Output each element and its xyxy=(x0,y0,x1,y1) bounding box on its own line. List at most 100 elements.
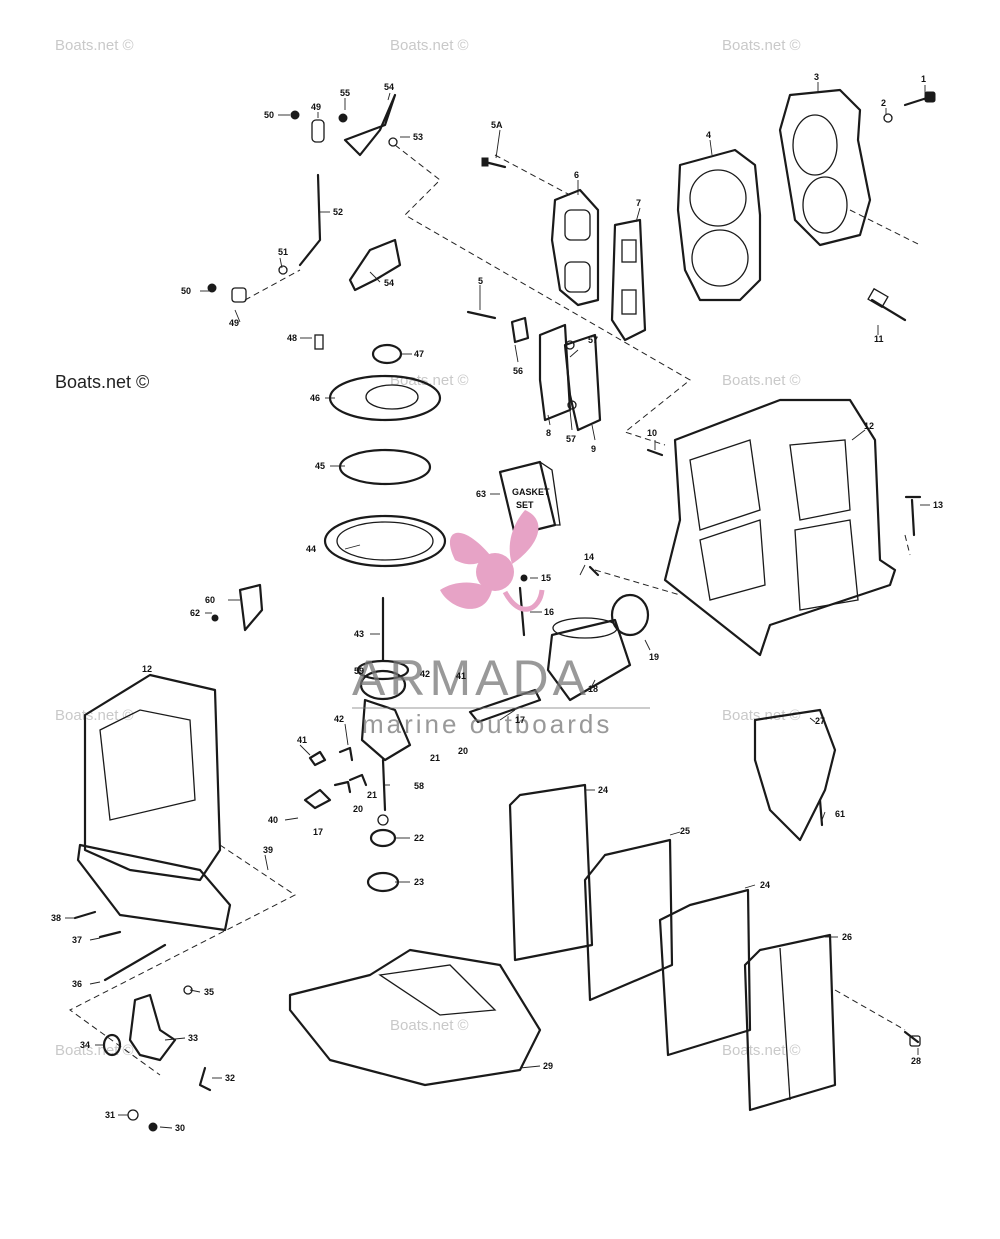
callout-label: 51 xyxy=(278,247,288,257)
callout-label: 40 xyxy=(268,815,278,825)
callout-label: 41 xyxy=(297,735,307,745)
callout-label: 21 xyxy=(430,753,440,763)
armada-logo: ARMADA marine outboards xyxy=(352,510,650,739)
callout-label: 48 xyxy=(287,333,297,343)
gasket-44 xyxy=(323,514,447,568)
callout-label: 19 xyxy=(649,652,659,662)
spark-plug xyxy=(870,298,907,322)
assembly-lines xyxy=(69,144,921,1076)
linkage-group xyxy=(207,93,402,303)
gasket-29 xyxy=(288,948,542,1087)
watermark-text: Boats.net © xyxy=(722,1042,801,1059)
watermark-text: Boats.net © xyxy=(390,37,469,54)
callout-label: 6 xyxy=(574,170,579,180)
left-crankcase xyxy=(76,583,264,932)
callout-label: 23 xyxy=(414,877,424,887)
bottom-gaskets xyxy=(288,708,921,1112)
cam-follower xyxy=(348,238,402,292)
callout-label: 16 xyxy=(544,607,554,617)
callout-label: 28 xyxy=(911,1056,921,1066)
callout-label: 24 xyxy=(598,785,608,795)
callout-label: 42 xyxy=(420,669,430,679)
armada-logo-subtext: marine outboards xyxy=(362,709,612,739)
callout-label: 32 xyxy=(225,1073,235,1083)
callout-label: 1 xyxy=(921,74,926,84)
armada-logo-text: ARMADA xyxy=(352,650,590,706)
callout-label: 31 xyxy=(105,1110,115,1120)
crankcase-block xyxy=(663,398,922,657)
callout-label: 12 xyxy=(142,664,152,674)
callout-label: 54 xyxy=(384,278,394,288)
gasket-45 xyxy=(338,448,432,486)
transfer-cover xyxy=(550,188,600,307)
callout-label: 44 xyxy=(306,544,316,554)
callout-label: 14 xyxy=(584,552,594,562)
callout-label: 37 xyxy=(72,935,82,945)
callout-label: 46 xyxy=(310,393,320,403)
reed-plate xyxy=(538,323,572,422)
piston-group xyxy=(468,565,650,724)
callout-label: 7 xyxy=(636,198,641,208)
callout-label: 33 xyxy=(188,1033,198,1043)
callout-label: 47 xyxy=(414,349,424,359)
callout-label: 15 xyxy=(541,573,551,583)
seal xyxy=(371,343,403,365)
callout-label: 60 xyxy=(205,595,215,605)
cover-24a xyxy=(508,783,594,962)
callout-label: 12 xyxy=(864,421,874,431)
callout-label: 27 xyxy=(815,716,825,726)
watermark-text: Boats.net © xyxy=(722,707,801,724)
callout-label: 24 xyxy=(760,880,770,890)
reed-plate xyxy=(563,333,602,432)
callout-label: 57 xyxy=(588,335,598,345)
callout-label: 55 xyxy=(340,88,350,98)
callout-label: 49 xyxy=(311,102,321,112)
link-rod xyxy=(298,173,322,267)
callout-label: 38 xyxy=(51,913,61,923)
callout-label: 35 xyxy=(204,987,214,997)
cover-25 xyxy=(583,838,674,1002)
cylinder-head-group xyxy=(481,88,936,342)
callout-label: 17 xyxy=(515,715,525,725)
callout-label: 20 xyxy=(458,746,468,756)
watermark-layer: Boats.net © Boats.net © Boats.net © Boat… xyxy=(55,37,801,1059)
callout-label: 63 xyxy=(476,489,486,499)
callout-label: 62 xyxy=(190,608,200,618)
callout-label: 4 xyxy=(706,130,711,140)
callout-label: 29 xyxy=(543,1061,553,1071)
callout-label: 41 xyxy=(456,671,466,681)
callout-label: 58 xyxy=(414,781,424,791)
watermark-text: Boats.net © xyxy=(55,37,134,54)
bracket-group xyxy=(73,910,212,1132)
callout-label: 20 xyxy=(353,804,363,814)
callout-label: 21 xyxy=(367,790,377,800)
leader-lines xyxy=(65,82,930,1129)
watermark-text: Boats.net © xyxy=(722,372,801,389)
callout-label: 57 xyxy=(566,434,576,444)
callout-label: 52 xyxy=(333,207,343,217)
callout-label: 5 xyxy=(478,276,483,286)
callout-label: 61 xyxy=(835,809,845,819)
callout-label: 11 xyxy=(874,334,884,344)
callout-label: 9 xyxy=(591,444,596,454)
callout-label: 54 xyxy=(384,82,394,92)
head-gasket xyxy=(676,148,762,302)
trap xyxy=(753,708,837,842)
callout-label: 30 xyxy=(175,1123,185,1133)
callout-label: 17 xyxy=(313,827,323,837)
callout-label: 22 xyxy=(414,833,424,843)
gasket-box-label: GASKET xyxy=(512,487,550,497)
watermark-text-dark: Boats.net © xyxy=(55,372,149,392)
callout-label: 10 xyxy=(647,428,657,438)
callout-label: 56 xyxy=(513,366,523,376)
cover-24b xyxy=(658,888,752,1057)
callout-label: 39 xyxy=(263,845,273,855)
callout-label: 26 xyxy=(842,932,852,942)
watermark-text: Boats.net © xyxy=(55,1042,134,1059)
gasket-set-box: GASKET SET xyxy=(498,460,561,537)
gasket-box-label: SET xyxy=(516,500,534,510)
callout-label: 36 xyxy=(72,979,82,989)
callout-labels: 1 2 3 4 5 5A 6 7 8 9 10 11 12 12 13 14 1… xyxy=(51,72,943,1133)
callout-label: 13 xyxy=(933,500,943,510)
